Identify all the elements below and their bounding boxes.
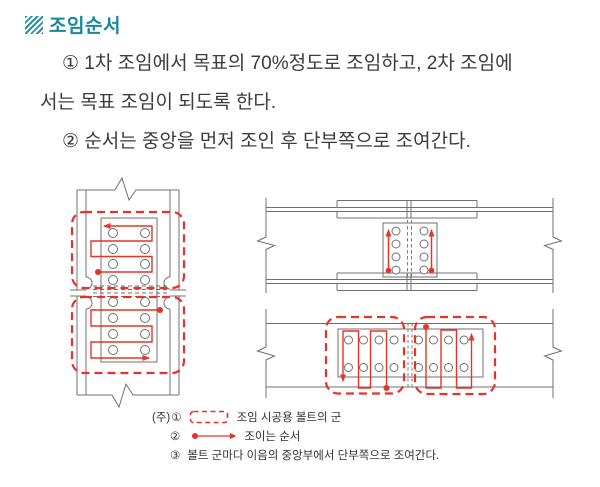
sequence-arrow-icon: [192, 432, 237, 439]
column-outline: [70, 176, 186, 409]
legend-text-3: 볼트 군마다 이음의 중앙부에서 단부쪽으로 조여간다.: [187, 449, 440, 462]
splice-plate: [100, 217, 158, 363]
bolt-holes: [344, 335, 469, 372]
legend-text-2: 조이는 순서: [244, 430, 301, 443]
legend-row-2: ② 조이는 순서: [152, 427, 439, 444]
sequence-path-bottom: [90, 307, 163, 361]
right-break-line: [543, 198, 563, 293]
legend-num-1: ①: [171, 411, 182, 424]
bolt-group-boxes: [70, 210, 186, 375]
sequence-path-top: [90, 223, 153, 275]
legend-row-1: (주) ① 조임 시공용 볼트의 군: [152, 408, 439, 425]
left-break-line: [256, 309, 276, 398]
sequence-start-dot: [423, 324, 429, 330]
beam-plan-diagram: [256, 309, 563, 398]
sequence-path-left: [340, 330, 390, 391]
left-break-line: [256, 198, 276, 293]
sequence-start-dot: [385, 267, 392, 274]
instruction-1-line-1: ① 1차 조임에서 목표의 70%정도로 조임하고, 2차 조임에: [62, 53, 513, 74]
diagonal-stripes-icon: [25, 15, 43, 34]
beam-outline: [256, 198, 563, 293]
instruction-2: ② 순서는 중앙을 먼저 조인 후 단부쪽으로 조여간다.: [62, 131, 471, 152]
legend: (주) ① 조임 시공용 볼트의 군 ② 조이는 순서 ③ 볼트 군마다 이음의…: [152, 408, 439, 465]
instruction-1-line-2: 서는 목표 조임이 되도록 한다.: [40, 92, 277, 113]
column-splice-diagram: [70, 176, 186, 409]
flange-splice-plate: [337, 328, 484, 378]
bolt-holes: [391, 226, 429, 275]
bolt-group-boxes: [324, 315, 497, 396]
bolt-group-box-right: [413, 315, 497, 396]
legend-num-2: ②: [170, 430, 181, 443]
web-splice-plate: [382, 222, 438, 278]
bolt-holes: [108, 228, 150, 355]
sequence-start-dot: [95, 269, 101, 275]
sequence-path-right: [423, 324, 475, 389]
right-break-line: [543, 309, 563, 398]
legend-row-3: ③ 볼트 군마다 이음의 중앙부에서 단부쪽으로 조여간다.: [152, 446, 439, 463]
joint-hidden-lines: [93, 285, 167, 297]
beam-outline: [256, 309, 563, 398]
bolt-group-box-icon: [189, 410, 228, 423]
beam-elevation-diagram: [256, 198, 563, 293]
tightening-order-diagram: [70, 176, 563, 409]
bolt-group-box-top: [70, 210, 186, 290]
bolt-group-box-left: [324, 315, 406, 395]
section-header: 조임순서: [25, 11, 121, 38]
flange-cover-plates: [336, 200, 478, 291]
legend-prefix: (주): [152, 411, 171, 424]
legend-text-1: 조임 시공용 볼트의 군: [236, 411, 342, 424]
sequence-start-dot: [428, 267, 435, 274]
page-title: 조임순서: [49, 16, 121, 37]
joint-hidden-lines: [407, 220, 412, 280]
legend-num-3: ③: [170, 449, 181, 462]
instructions: ① 1차 조임에서 목표의 70%정도로 조임하고, 2차 조임에 서는 목표 …: [40, 44, 592, 161]
bolt-group-box-bottom: [70, 295, 186, 375]
sequence-start-dot: [383, 385, 390, 391]
sequence-arrows: [385, 229, 435, 274]
sequence-start-dot: [157, 307, 163, 313]
